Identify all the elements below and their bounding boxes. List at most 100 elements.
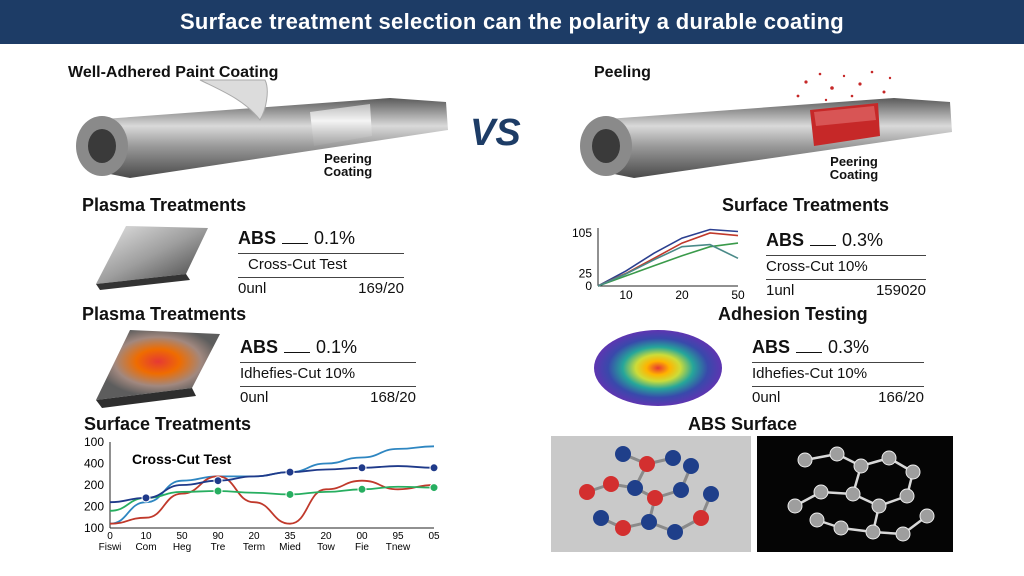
plasma-sample-icon	[96, 226, 208, 290]
molecule-color-image	[551, 436, 751, 552]
page-title: Surface treatment selection can the pola…	[179, 9, 845, 34]
y-tick-label: 200	[84, 478, 104, 492]
x-tick-label: 10	[619, 288, 633, 302]
x-tick-sublabel: Tnew	[386, 542, 411, 553]
data-point	[429, 483, 439, 493]
divider	[752, 362, 924, 363]
x-tick-sublabel: Mied	[279, 542, 301, 553]
row2-left-stats: ABS 0.1% Idhefies-Cut 10% 0unl 168/20	[240, 337, 416, 406]
caption-line: Peering	[830, 154, 878, 169]
data-point	[285, 467, 295, 477]
data-point	[357, 463, 367, 473]
x-tick-label: 20	[248, 531, 260, 542]
divider	[766, 279, 926, 280]
title-banner: Surface treatment selection can the pola…	[0, 0, 1024, 44]
series-line-3	[109, 485, 435, 512]
cross-cut-line-chart: 1004002002001000Fiswi10Com50Heg90Tre20Te…	[84, 435, 440, 553]
bottom-left-heading: Surface Treatments	[84, 414, 252, 434]
x-tick-label: 20	[675, 288, 689, 302]
peeling-pipe-illustration	[580, 70, 952, 178]
abs-value: 0.1%	[316, 337, 358, 357]
x-tick-label: 90	[212, 531, 224, 542]
row1-right-stats: ABS 0.3% Cross-Cut 10% 1unl 159020	[766, 230, 926, 299]
row-right-value: 159020	[875, 282, 926, 299]
divider	[240, 386, 416, 387]
test-label: Idhefies-Cut 10%	[240, 365, 356, 382]
caption-line: Coating	[323, 164, 373, 179]
test-label: Idhefies-Cut 10%	[752, 365, 868, 382]
plasma-heat-sample-icon	[96, 330, 220, 408]
x-tick-label: 10	[140, 531, 152, 542]
row-left-value: 0unl	[240, 389, 269, 406]
divider	[238, 277, 404, 278]
data-point	[357, 484, 367, 494]
row-left-value: 1unl	[766, 282, 795, 299]
x-tick-sublabel: Tow	[317, 542, 336, 553]
vs-label: VS	[470, 112, 521, 154]
caption-line: Coating	[829, 167, 879, 182]
x-tick-label: 35	[284, 531, 296, 542]
value-blank	[796, 340, 823, 353]
divider	[752, 386, 924, 387]
row-right-value: 166/20	[878, 389, 924, 406]
data-point	[141, 493, 151, 503]
series-line-4	[109, 465, 435, 504]
x-tick-label: 50	[731, 288, 745, 302]
value-blank	[284, 340, 311, 353]
abs-label: ABS	[238, 228, 277, 248]
y-tick-label: 400	[84, 457, 104, 471]
series-line-3	[597, 242, 739, 287]
x-tick-sublabel: Fie	[355, 542, 369, 553]
molecule-grayscale-image	[757, 436, 953, 552]
x-tick-sublabel: Heg	[173, 542, 191, 553]
x-tick-label: 00	[356, 531, 368, 542]
row1-left-heading: Plasma Treatments	[82, 195, 247, 215]
abs-label: ABS	[240, 337, 279, 357]
x-tick-sublabel: Fiswi	[99, 542, 122, 553]
row2-right-heading: Adhesion Testing	[718, 304, 868, 324]
x-tick-label: 95	[392, 531, 404, 542]
y-tick-label: 105	[572, 226, 592, 240]
x-tick-label: 05	[428, 531, 440, 542]
data-point	[213, 486, 223, 496]
row-left-value: 0unl	[238, 280, 267, 297]
chart-title: Cross-Cut Test	[132, 451, 232, 467]
abs-label: ABS	[766, 230, 805, 250]
x-tick-label: 50	[176, 531, 188, 542]
left-panel-label: Well-Adhered Paint Coating	[68, 64, 279, 81]
x-tick-label: 20	[320, 531, 332, 542]
x-tick-label: 0	[107, 531, 113, 542]
series-line-4	[597, 243, 739, 287]
y-tick-label: 100	[84, 521, 104, 535]
x-tick-sublabel: Tre	[211, 542, 226, 553]
series-line-1	[597, 228, 739, 287]
divider	[766, 255, 926, 256]
row2-left-heading: Plasma Treatments	[82, 304, 247, 324]
y-tick-label: 100	[84, 435, 104, 449]
caption-line: Peering	[324, 151, 372, 166]
row-left-value: 0unl	[752, 389, 781, 406]
bottom-right-heading: ABS Surface	[688, 414, 798, 434]
right-panel-label: Peeling	[594, 64, 651, 81]
divider	[240, 362, 416, 363]
coated-pipe-illustration	[76, 79, 448, 178]
value-blank	[810, 233, 837, 246]
x-tick-sublabel: Term	[243, 542, 265, 553]
y-tick-label: 25	[579, 266, 593, 280]
series-line-2	[109, 475, 435, 525]
divider	[238, 253, 404, 254]
data-point	[213, 476, 223, 486]
abs-value: 0.3%	[842, 230, 884, 250]
y-tick-label: 200	[84, 500, 104, 514]
abs-value: 0.1%	[314, 228, 356, 248]
row1-right-heading: Surface Treatments	[722, 195, 890, 215]
test-label: Cross-Cut 10%	[766, 258, 868, 275]
row-right-value: 168/20	[370, 389, 416, 406]
data-point	[429, 463, 439, 473]
data-point	[285, 489, 295, 499]
x-tick-sublabel: Com	[135, 542, 156, 553]
abs-value: 0.3%	[828, 337, 870, 357]
